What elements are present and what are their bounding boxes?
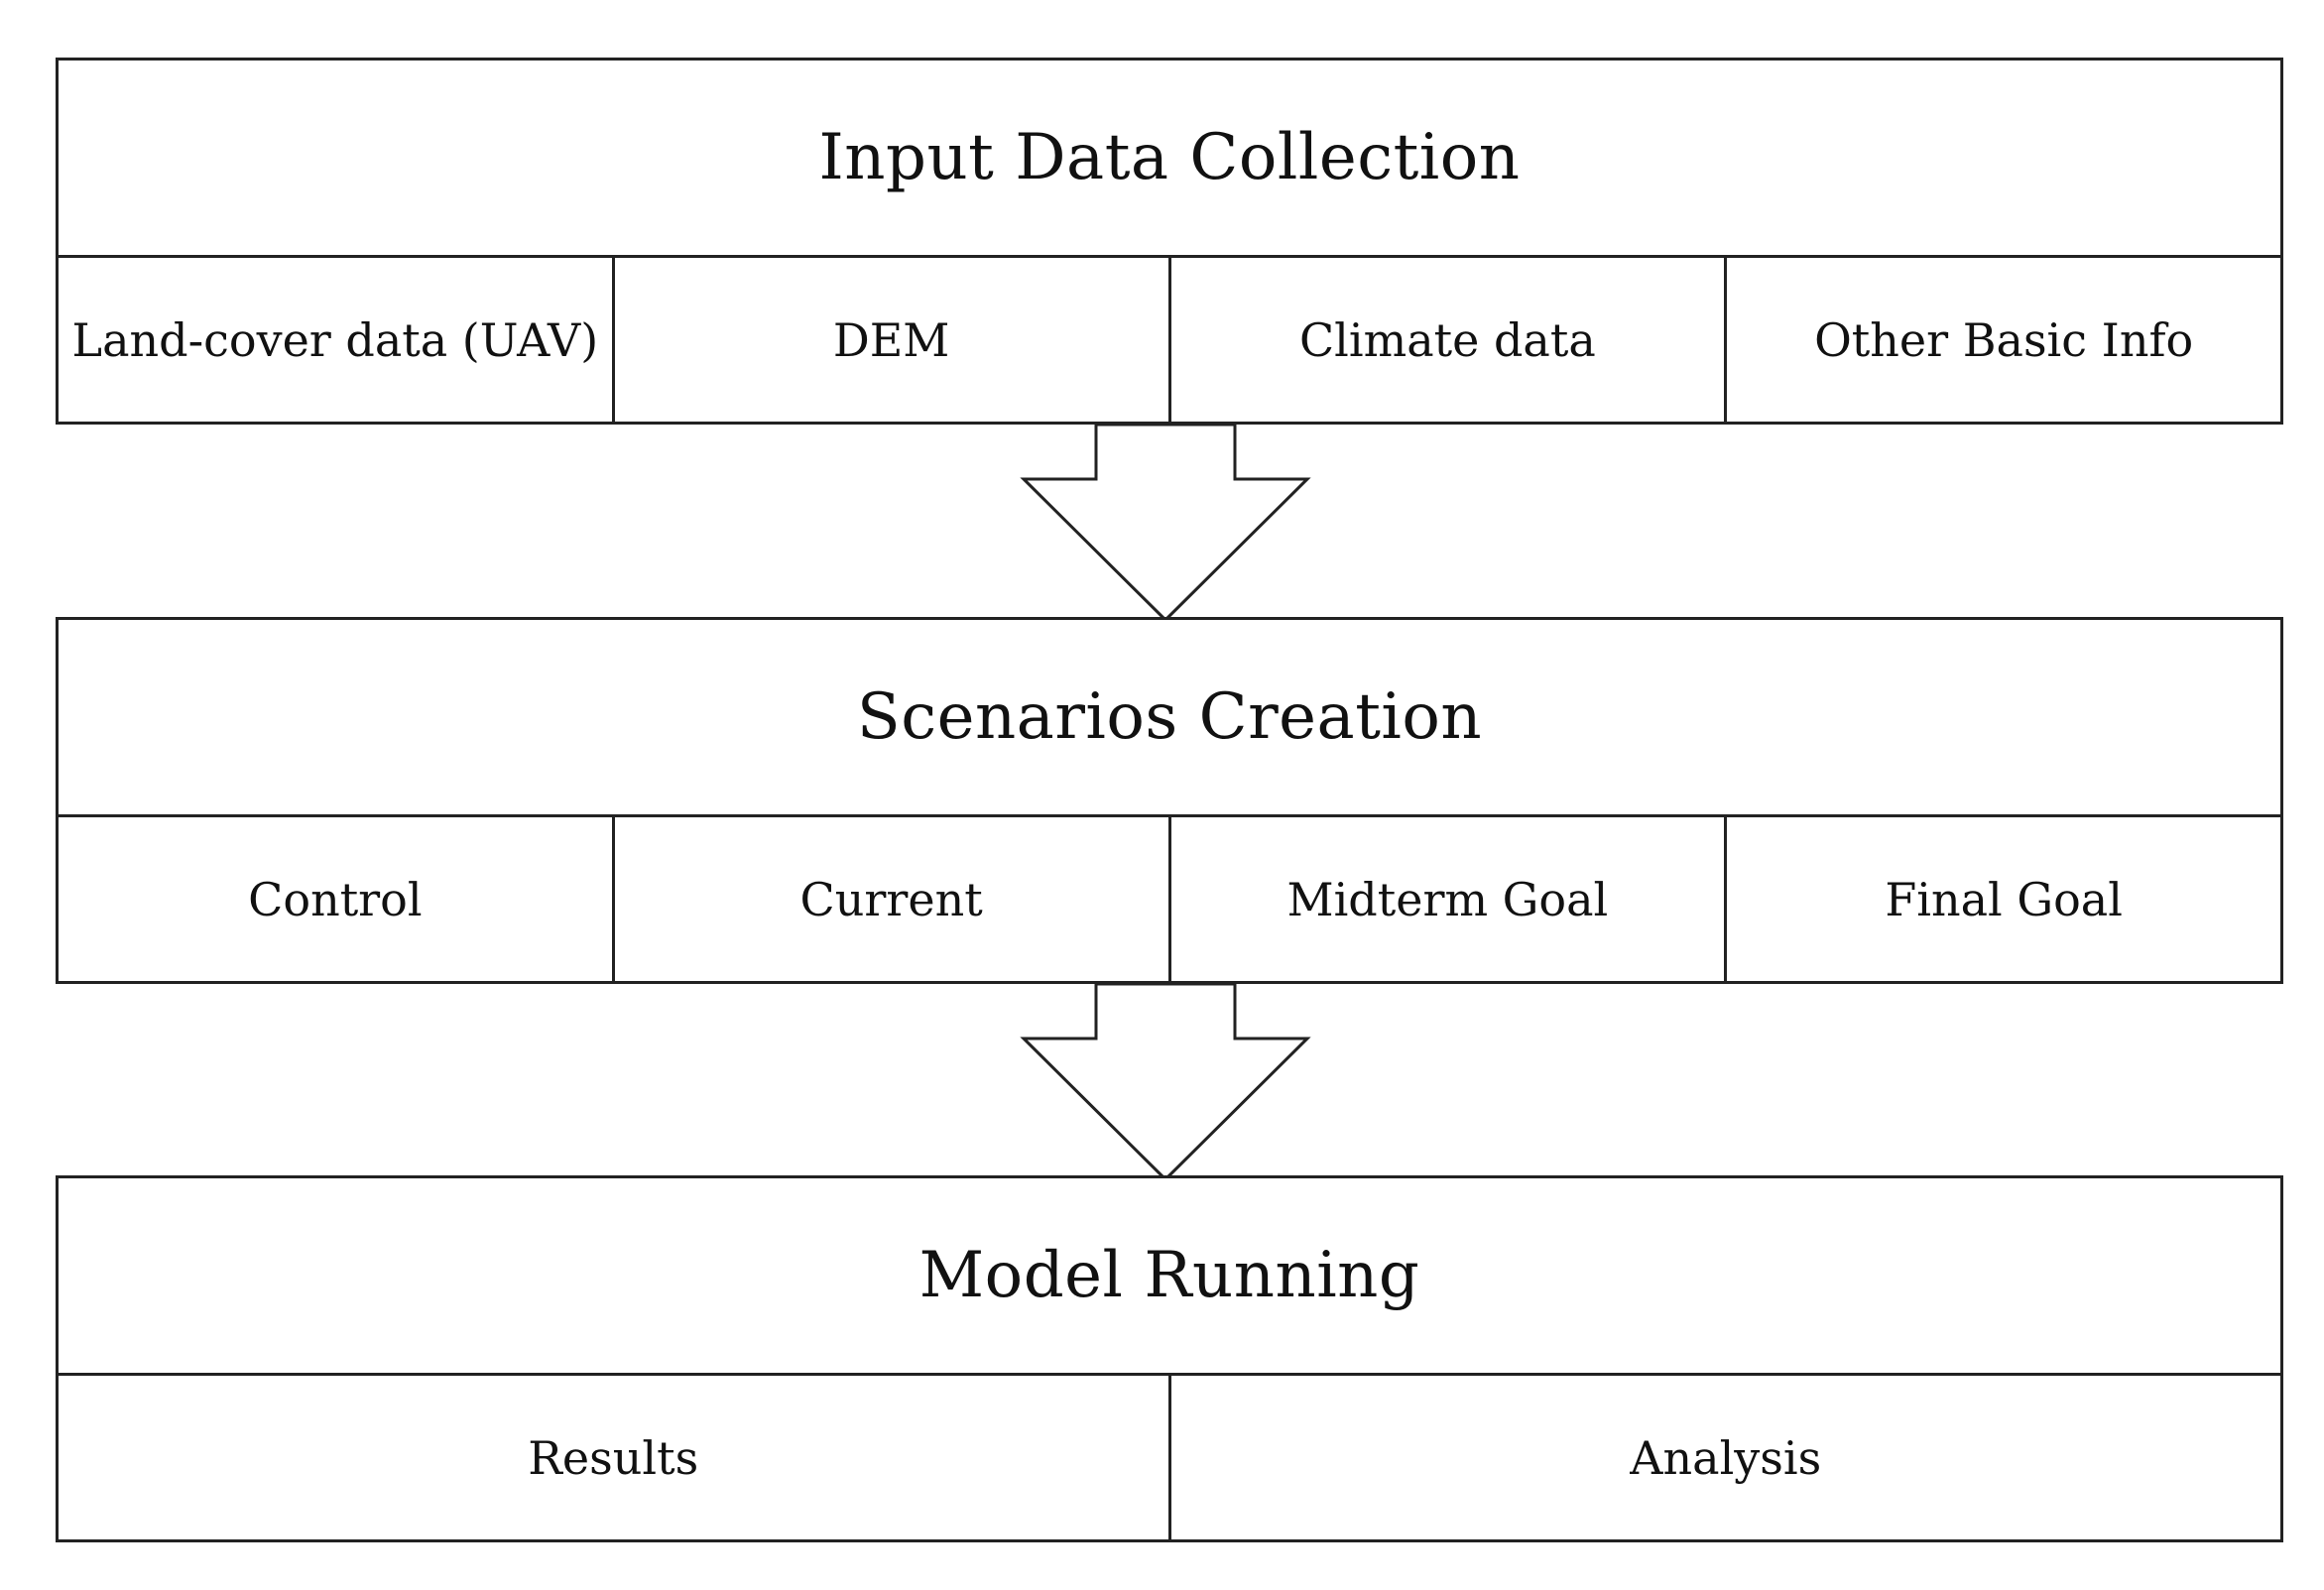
item-other-basic-info: Other Basic Info: [1724, 258, 2280, 422]
block-items-row: Results Analysis: [59, 1376, 2280, 1539]
block-items-row: Land-cover data (UAV) DEM Climate data O…: [59, 258, 2280, 422]
item-climate-data: Climate data: [1167, 258, 1725, 422]
block-items-row: Control Current Midterm Goal Final Goal: [59, 817, 2280, 981]
item-control: Control: [248, 872, 423, 926]
block-title: Scenarios Creation: [59, 620, 2280, 817]
item-midterm-goal: Midterm Goal: [1167, 817, 1725, 981]
item-analysis: Analysis: [1167, 1376, 2281, 1539]
item-results: Results: [528, 1430, 699, 1485]
block-title: Model Running: [59, 1178, 2280, 1376]
item-dem: DEM: [611, 258, 1168, 422]
item-land-cover-data: Land-cover data (UAV): [71, 312, 599, 367]
scenarios-creation-block: Scenarios Creation Control Current Midte…: [56, 617, 2283, 984]
model-running-block: Model Running Results Analysis: [56, 1175, 2283, 1542]
down-arrow-icon: [1020, 982, 1311, 1182]
down-arrow-icon: [1020, 423, 1311, 623]
item-final-goal: Final Goal: [1724, 817, 2280, 981]
item-current: Current: [611, 817, 1168, 981]
input-data-collection-block: Input Data Collection Land-cover data (U…: [56, 58, 2283, 425]
block-title: Input Data Collection: [59, 61, 2280, 258]
